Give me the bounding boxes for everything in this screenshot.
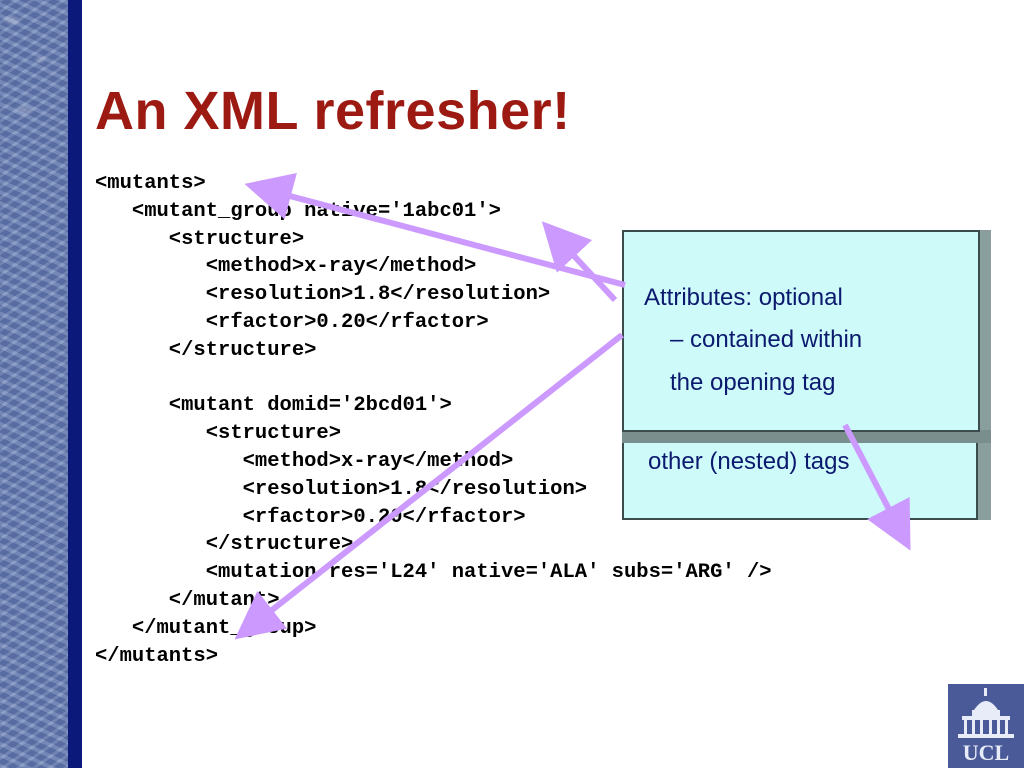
code-line: </mutant_group> [95,616,317,640]
code-line: <rfactor>0.20</rfactor> [95,310,489,334]
front-callout-line-2: – contained within [670,326,863,353]
sidebar-stripe [68,0,82,768]
front-callout-line-3: the opening tag [670,369,836,396]
ucl-logo-text: UCL [963,740,1009,765]
ucl-logo: UCL [948,684,1024,768]
front-callout-bevel-right [978,230,991,443]
ucl-dome-icon: UCL [958,688,1014,765]
back-callout-box: other (nested) tags [622,442,978,520]
code-line: <mutants> [95,172,206,195]
decorative-sidebar [0,0,68,768]
code-line: </mutants> [95,644,219,668]
front-callout-line-1: Attributes: optional [644,284,843,311]
code-line: <mutant_group native='1abc01'> [95,199,501,223]
code-line: </mutant> [95,588,280,612]
code-line: </structure> [95,533,354,557]
front-callout-box: Attributes: optional – contained within … [622,230,980,432]
slide-title: An XML refresher! [95,81,571,141]
back-callout-text: other (nested) tags [648,448,850,475]
code-line: <mutation res='L24' native='ALA' subs='A… [95,561,772,585]
back-callout-bevel [975,442,991,520]
code-line: <resolution>1.8</resolution> [95,283,551,307]
